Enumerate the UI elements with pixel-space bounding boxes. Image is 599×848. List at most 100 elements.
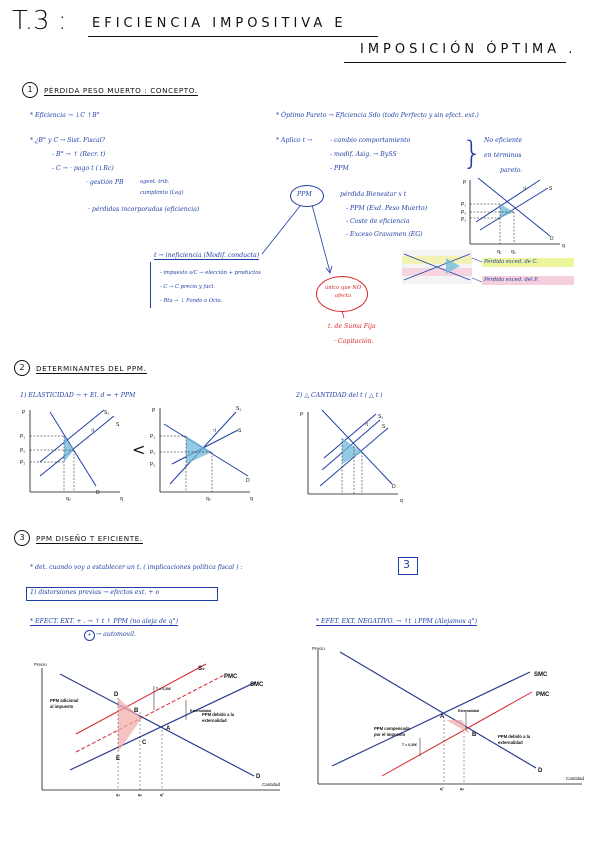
axis-q-s1: q xyxy=(562,243,565,249)
g2b-q: q xyxy=(250,496,253,502)
c-line-note: - C → · pago t (↓Rc) xyxy=(52,165,114,172)
g2a-p2: P₂ xyxy=(20,460,25,466)
boxed-number-text: 3 xyxy=(403,558,410,571)
d-label-s1: D xyxy=(550,236,554,242)
brace: } xyxy=(462,134,483,172)
efect-pos-note2: → automovil. xyxy=(96,631,137,638)
g32-comp2: por el impuesto xyxy=(374,732,406,737)
g31-x2: q₀ xyxy=(138,792,142,797)
g2c-s1: S₁ xyxy=(378,414,383,420)
t-ineficiencia: t → ineficiencia (Modif. conducta) xyxy=(154,252,260,260)
elasticidad-note: 1) ELASTICIDAD → + El. d = + PPM xyxy=(20,392,136,399)
g2a-q: q xyxy=(120,496,123,502)
optimo-note: * Óptimo Pareto → Eficiencia Sdo (todo P… xyxy=(276,112,479,119)
bracket-left xyxy=(150,262,155,308)
unico-note: único que NO afecta xyxy=(322,284,364,300)
c-prod-note: - C → C precio y fact. xyxy=(160,284,216,290)
g31-pe: E xyxy=(116,756,120,762)
dt-label-s1: ↑t xyxy=(522,186,527,192)
title-underline-1 xyxy=(88,36,378,37)
section-3-title: PPM DISEÑO T EFICIENTE. xyxy=(36,534,143,544)
g2b-dt: ↑t xyxy=(212,428,217,434)
g2a-p0: P₀ xyxy=(20,448,25,454)
en-terminos: en términos xyxy=(484,152,522,159)
g2a-dt: ↑t xyxy=(90,428,95,434)
cumpl-note: cumplimto (Leg) xyxy=(140,190,184,196)
g2c-p: P xyxy=(300,412,304,418)
g31-x3: q° xyxy=(160,792,164,797)
g32-ext: Externalidad xyxy=(458,709,479,713)
g32-cantidad: Cantidad xyxy=(566,776,585,781)
pareto: pareto. xyxy=(500,167,523,174)
axis-p-s1: P xyxy=(463,180,467,186)
section-2-number: 2 xyxy=(14,360,30,376)
s-label-s1: S xyxy=(549,186,553,192)
g31-ext: Externalidad xyxy=(190,709,211,713)
g32-ppm-ext2: externalidad xyxy=(498,740,523,745)
perdidas-note: · pérdidas incorporadas (eficiencia) xyxy=(88,206,200,213)
g31-ppm-ext2: externalidad xyxy=(202,718,227,723)
g2a-s1: S₁ xyxy=(104,410,109,416)
g31-cantidad: Cantidad xyxy=(262,782,281,787)
g2b-p0: P₀ xyxy=(150,450,155,456)
suma-fija: t. de Suma Fija xyxy=(328,323,376,330)
g2a-d: D xyxy=(96,490,100,496)
g32-ppm-ext: PPM debido a la xyxy=(498,734,531,739)
g31-pmc: PMC xyxy=(224,674,238,680)
g2a-q0: q₀ xyxy=(66,496,71,502)
det-note: * det. cuando voy a establecer un t. ( i… xyxy=(30,564,243,571)
section-2-title: DETERMINANTES DEL PPM. xyxy=(36,364,147,374)
g2b-q0: q₀ xyxy=(206,496,211,502)
perdida-p: Pérdida exced. del P. xyxy=(484,277,539,283)
g2b-s: S xyxy=(238,428,242,434)
capitacion: · Capitación. xyxy=(334,338,374,345)
less-than-sign: < xyxy=(132,440,146,459)
section-1-title: PÉRDIDA PESO MUERTO : CONCEPTO. xyxy=(44,86,198,96)
efect-neg-note: * EFET. EXT. NEGATIVO. → ↑t ↓PPM (Alejam… xyxy=(316,618,478,626)
g2a-p: P xyxy=(22,410,26,416)
g31-smc: SMC xyxy=(250,682,264,688)
g32-comp: PPM compensada xyxy=(374,726,411,731)
g2c-s: S xyxy=(382,424,386,430)
rta-note: - Rta → ↓ Fondo a Ocio. xyxy=(160,298,223,304)
section-1-number: 1 xyxy=(22,82,38,98)
ppm-circle xyxy=(290,185,324,207)
q0-label-s1: q₀ xyxy=(511,249,516,255)
ppm-small-note: - PPM xyxy=(330,165,349,172)
p0-label-s1: P₀ xyxy=(461,210,466,216)
g31-ppm-ext: PPM debido a la xyxy=(202,712,235,717)
g32-x2: q₀ xyxy=(460,786,464,791)
aplico-note: * Aplico t → xyxy=(276,137,313,144)
g32-pA: A xyxy=(440,714,445,720)
g2b-p1: P₁ xyxy=(150,434,155,440)
g32-pmc: PMC xyxy=(536,692,550,698)
boxed-number xyxy=(398,557,418,575)
g31-pb: B xyxy=(134,708,139,714)
g31-pc: C xyxy=(142,740,147,746)
g31-tax: T = 0,30€ xyxy=(156,687,171,691)
g32-pB: B xyxy=(472,732,477,738)
perdida-bienestar: pérdida Bienestar x t xyxy=(340,191,407,198)
unico-text: único que NO afecta xyxy=(324,285,362,299)
unit-label: T.3 : xyxy=(12,6,67,36)
g2c-q: q xyxy=(400,498,403,504)
g2b-p: P xyxy=(152,408,156,414)
g32-precio: Precio xyxy=(312,646,325,651)
g2c-dt: ↑t xyxy=(364,422,369,428)
q1-label-s1: q₁ xyxy=(497,249,502,255)
modif-note: - modif. Asig. → BySS xyxy=(330,151,397,158)
g2a-s: S xyxy=(116,422,120,428)
g31-s2: S₂ xyxy=(198,666,205,672)
distorsiones-box xyxy=(26,587,218,601)
no-eficiente: No eficiente xyxy=(484,137,523,144)
perdida-p-highlight xyxy=(482,276,574,285)
g31-d: D xyxy=(256,774,261,780)
g2c-d: D xyxy=(392,484,396,490)
b-rec-note: - B° → ↑ (Recr. t) xyxy=(52,151,106,158)
ppm-exc: - PPM (Exd. Peso Muerto) xyxy=(346,205,427,212)
